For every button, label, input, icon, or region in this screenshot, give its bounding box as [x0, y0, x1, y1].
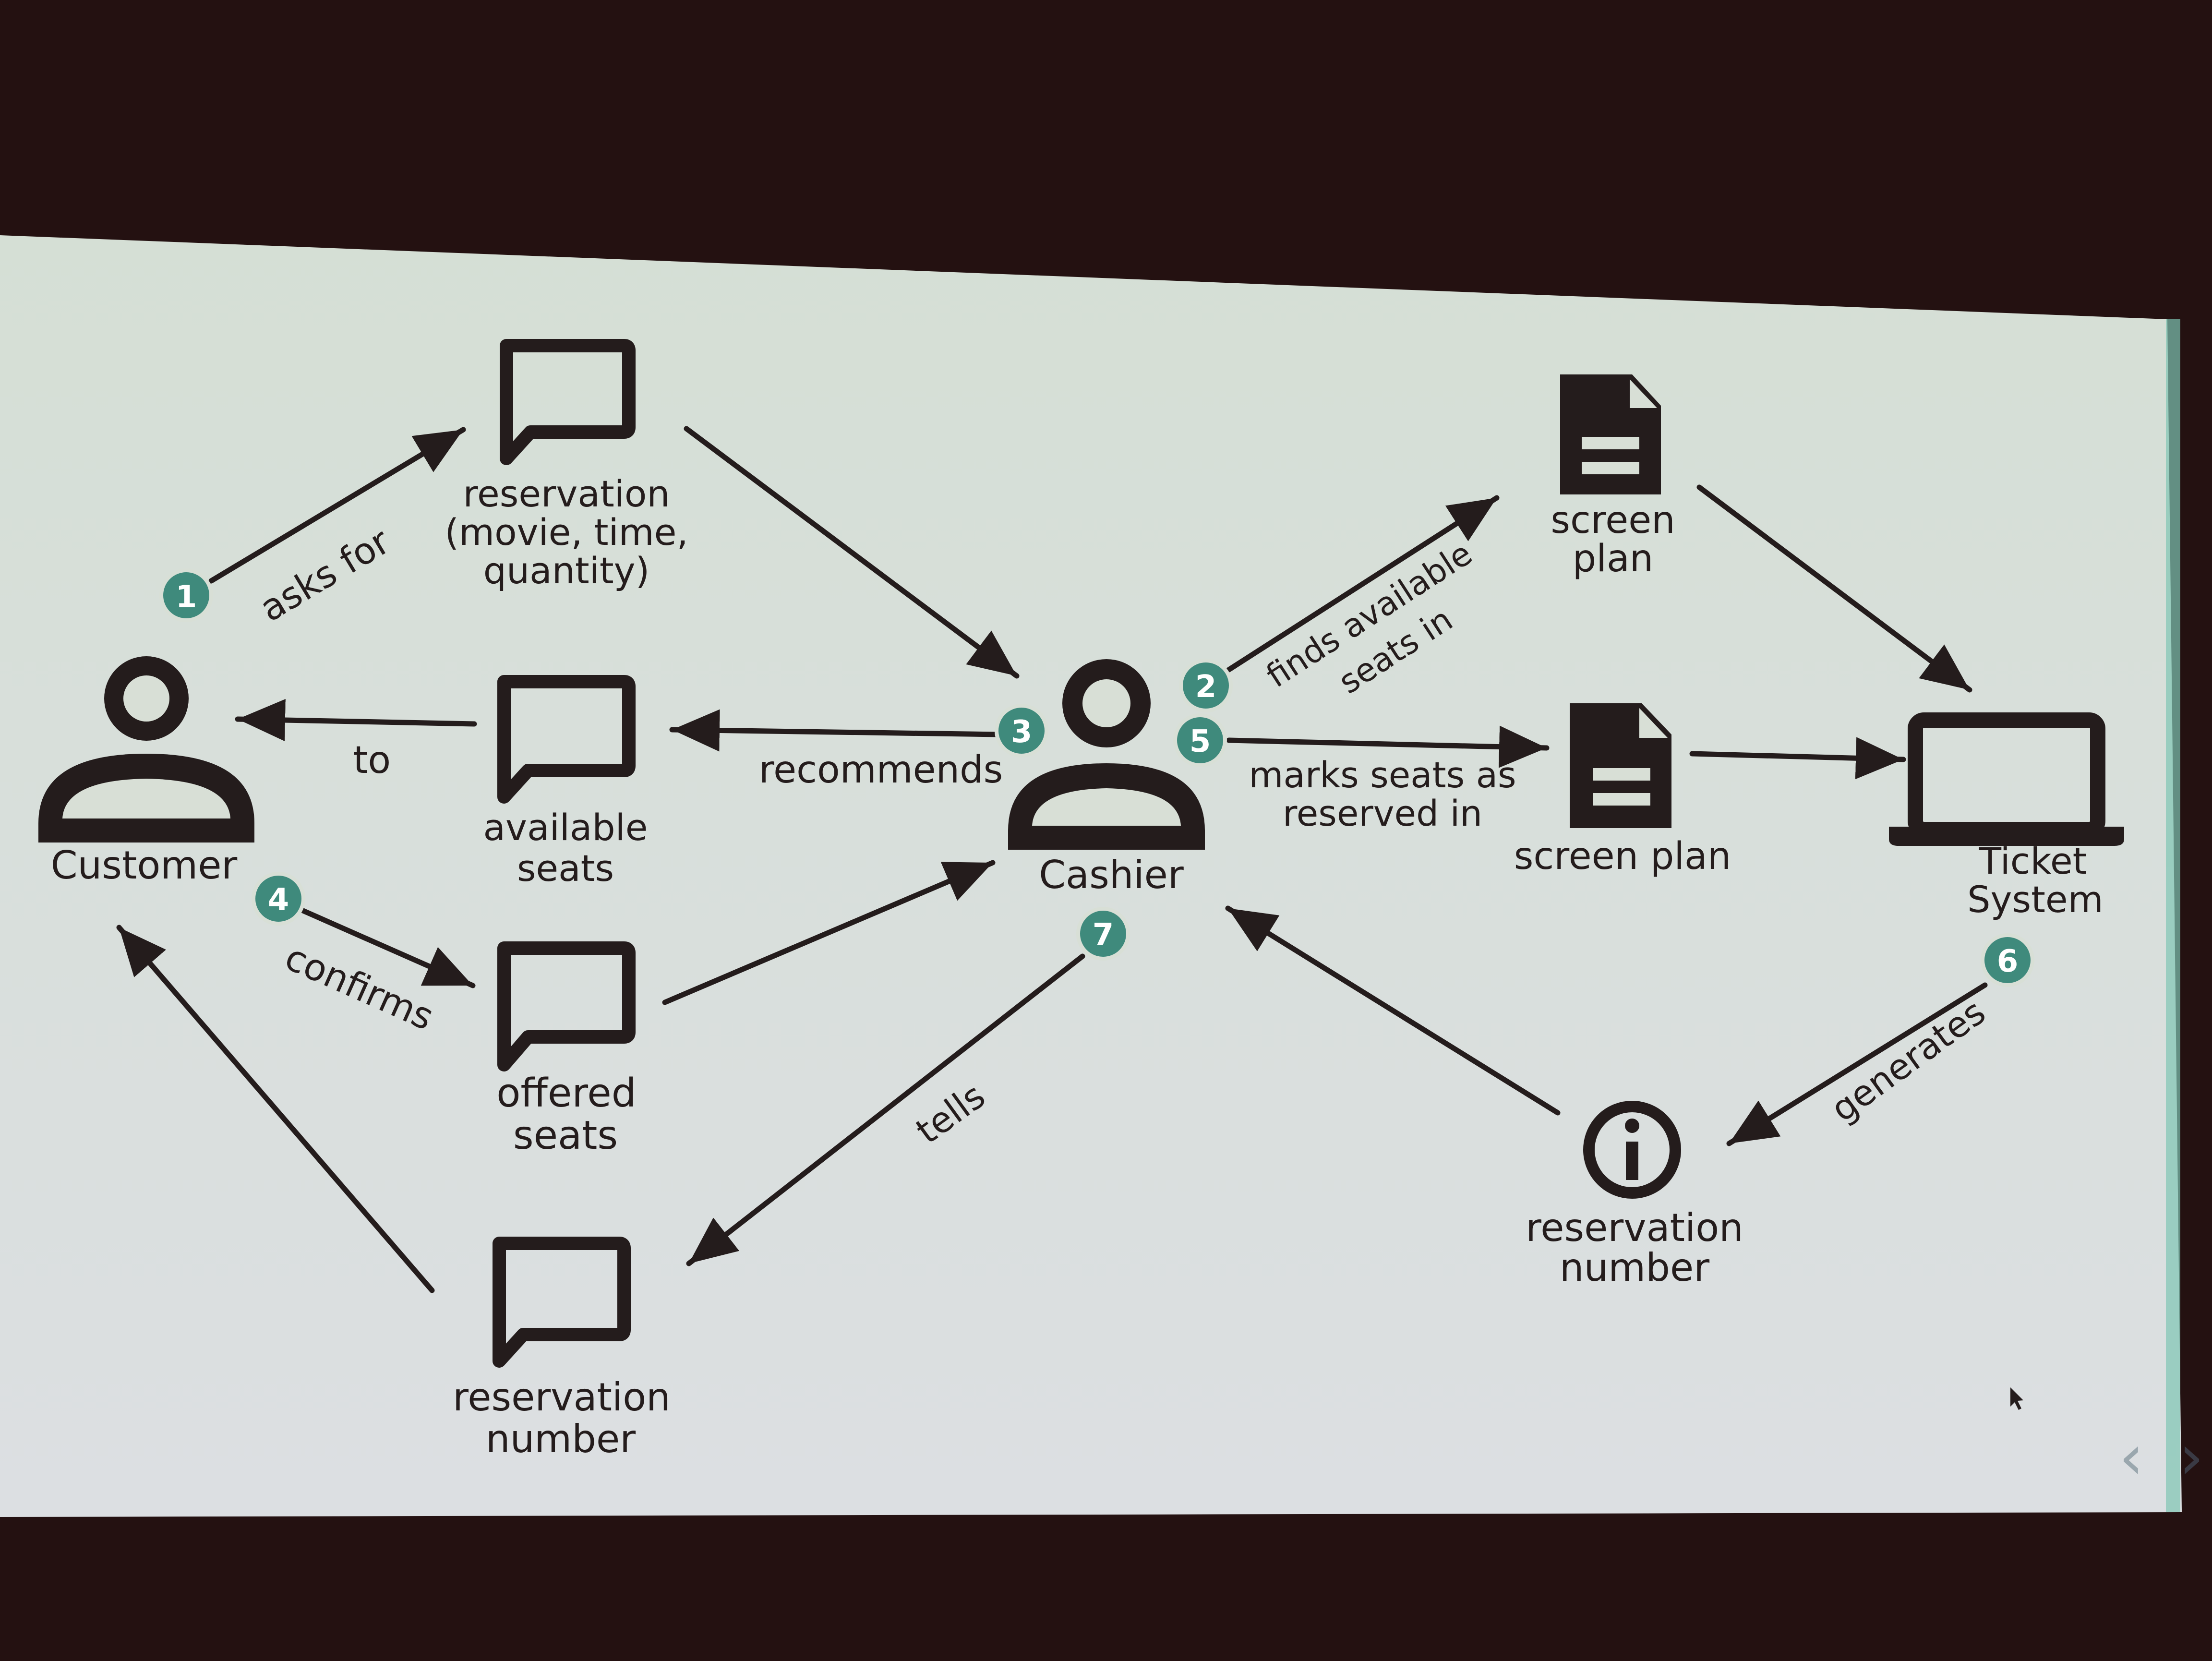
svg-text:3: 3	[1011, 714, 1033, 750]
activity-marks-line2: reserved in	[1283, 793, 1482, 834]
ticket-system-label-line1: Ticket	[1979, 840, 2087, 882]
arrow-cashier-to-screen-plan-mid	[1226, 725, 1550, 768]
speech-bubble-icon	[497, 941, 636, 1071]
laptop-icon	[1889, 712, 2124, 846]
reservation-request-object: reservation (movie, time, quantity)	[445, 339, 688, 592]
next-slide-button[interactable]: ›	[2179, 1420, 2204, 1493]
reservation-request-line3: quantity)	[483, 549, 650, 592]
activity-marks-line1: marks seats as	[1249, 755, 1516, 796]
available-seats-line2: seats	[517, 847, 614, 890]
arrow-screen-plan-top-to-ticket-system	[1696, 484, 1972, 693]
screen-plan-mid-object: screen plan	[1514, 703, 1731, 878]
svg-text:4: 4	[268, 882, 289, 918]
svg-text:6: 6	[1997, 944, 2019, 979]
document-icon	[1570, 703, 1671, 828]
offered-seats-line2: seats	[513, 1113, 618, 1158]
reservation-request-line2: (movie, time,	[445, 511, 688, 554]
step-badge-3: 3	[995, 704, 1048, 758]
step-badge-6: 6	[1981, 933, 2034, 987]
customer-label: Customer	[51, 843, 238, 888]
screen-plan-top-line1: screen	[1551, 499, 1675, 542]
arrow-customer-to-offered-seats	[295, 905, 476, 988]
arrow-screen-plan-mid-to-ticket-system	[1689, 737, 1906, 780]
ticket-system-actor: Ticket System	[1889, 712, 2124, 921]
step-badge-2: 2	[1179, 659, 1233, 712]
arrow-cashier-to-screen-plan-top	[1226, 495, 1500, 673]
available-seats-object: available seats	[483, 675, 648, 890]
speech-bubble-icon	[500, 339, 636, 465]
reservation-number-customer-line2: number	[486, 1417, 636, 1461]
arrow-offered-seats-to-cashier	[662, 860, 996, 1005]
info-icon	[1583, 1101, 1681, 1199]
customer-actor: Customer	[38, 656, 254, 888]
speech-bubble-icon	[497, 675, 636, 804]
reservation-number-customer-line1: reservation	[453, 1375, 671, 1420]
arrow-customer-to-reservation	[208, 427, 466, 584]
reservation-request-line1: reservation	[463, 472, 670, 515]
reservation-number-info-object: reservation number	[1526, 1101, 1743, 1290]
arrow-reservation-to-cashier	[684, 426, 1020, 679]
reservation-number-info-line2: number	[1560, 1245, 1709, 1290]
ticket-system-label-line2: System	[1967, 878, 2103, 921]
arrow-reservation-number-to-cashier	[1225, 905, 1561, 1116]
svg-text:1: 1	[176, 579, 197, 615]
prev-slide-button[interactable]: ‹	[2119, 1420, 2144, 1493]
svg-text:7: 7	[1093, 917, 1114, 953]
mouse-pointer-icon	[2010, 1387, 2023, 1410]
svg-text:5: 5	[1190, 724, 1211, 759]
cashier-actor: Cashier	[1008, 659, 1205, 897]
speech-bubble-icon	[493, 1237, 631, 1368]
reservation-number-customer-object: reservation number	[453, 1237, 671, 1461]
step-badge-5: 5	[1173, 713, 1227, 767]
step-badge-7: 7	[1076, 907, 1130, 961]
cashier-label: Cashier	[1039, 853, 1184, 897]
available-seats-line1: available	[483, 806, 648, 849]
screen-plan-top-object: screen plan	[1551, 374, 1675, 580]
activity-to: to	[353, 739, 391, 782]
arrow-reservation-number-to-customer	[116, 925, 435, 1293]
screen-plan-top-line2: plan	[1573, 537, 1653, 580]
offered-seats-line1: offered	[496, 1071, 637, 1116]
arrow-cashier-to-available-seats	[669, 709, 1001, 752]
reservation-number-info-line1: reservation	[1526, 1205, 1743, 1250]
offered-seats-object: offered seats	[496, 941, 637, 1158]
arrow-available-seats-to-customer	[235, 699, 477, 741]
screen-plan-mid-label: screen plan	[1514, 835, 1731, 878]
activity-recommends: recommends	[759, 748, 1003, 792]
step-badge-4: 4	[252, 872, 305, 926]
arrow-ticket-system-to-reservation-number	[1726, 982, 1988, 1146]
arrow-cashier-to-reservation-number	[686, 953, 1085, 1266]
svg-text:2: 2	[1195, 669, 1217, 705]
document-icon	[1560, 374, 1661, 494]
slide-edge-accent	[2166, 319, 2180, 1512]
step-badge-1: 1	[159, 568, 213, 622]
